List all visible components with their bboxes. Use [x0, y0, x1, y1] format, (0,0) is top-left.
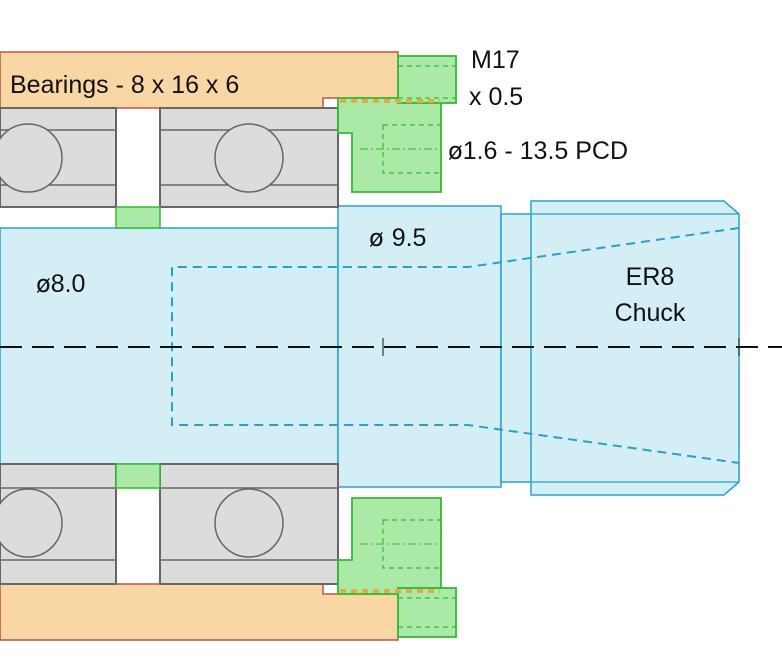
locknut-bottom-body	[337, 497, 442, 595]
pcd-diameter-symbol: ø	[448, 137, 463, 165]
bearing-top	[0, 107, 339, 229]
locknut-top-thread-block	[397, 55, 457, 104]
thread-label-line1: M17	[471, 46, 520, 74]
shaft-diameter-value: 8.0	[51, 270, 86, 298]
chuck-label-line2: Chuck	[615, 299, 686, 327]
bearings-label: Bearings - 8 x 16 x 6	[10, 71, 239, 99]
locknut-top	[337, 55, 457, 193]
bearing-bottom	[0, 463, 339, 585]
bearing-top-ball-left	[0, 123, 63, 193]
bearing-top-ball-right	[214, 123, 284, 193]
bearing-bottom-ball-left	[0, 488, 63, 558]
collar-diameter-symbol: ø	[369, 224, 384, 252]
bearing-bottom-ring-right	[159, 463, 339, 585]
pcd-label: ø1.6 - 13.5 PCD	[448, 137, 628, 165]
locknut-top-body	[337, 97, 442, 193]
spacer-top	[115, 206, 161, 229]
collar-diameter-value: 9.5	[392, 224, 427, 252]
thread-label-line2: x 0.5	[469, 83, 523, 111]
shaft-diameter-label: ø8.0	[36, 270, 85, 298]
pcd-value: 1.6 - 13.5 PCD	[463, 137, 628, 165]
collar-diameter-label: ø 9.5	[369, 224, 426, 252]
bearing-bottom-ball-right	[214, 488, 284, 558]
locknut-bottom	[337, 497, 457, 638]
chuck-label-line1: ER8	[626, 263, 675, 291]
spacer-bottom	[115, 463, 161, 489]
shaft-diameter-symbol: ø	[36, 270, 51, 298]
housing-top	[0, 51, 399, 109]
housing-top-body	[0, 51, 399, 109]
locknut-bottom-thread-block	[397, 587, 457, 638]
